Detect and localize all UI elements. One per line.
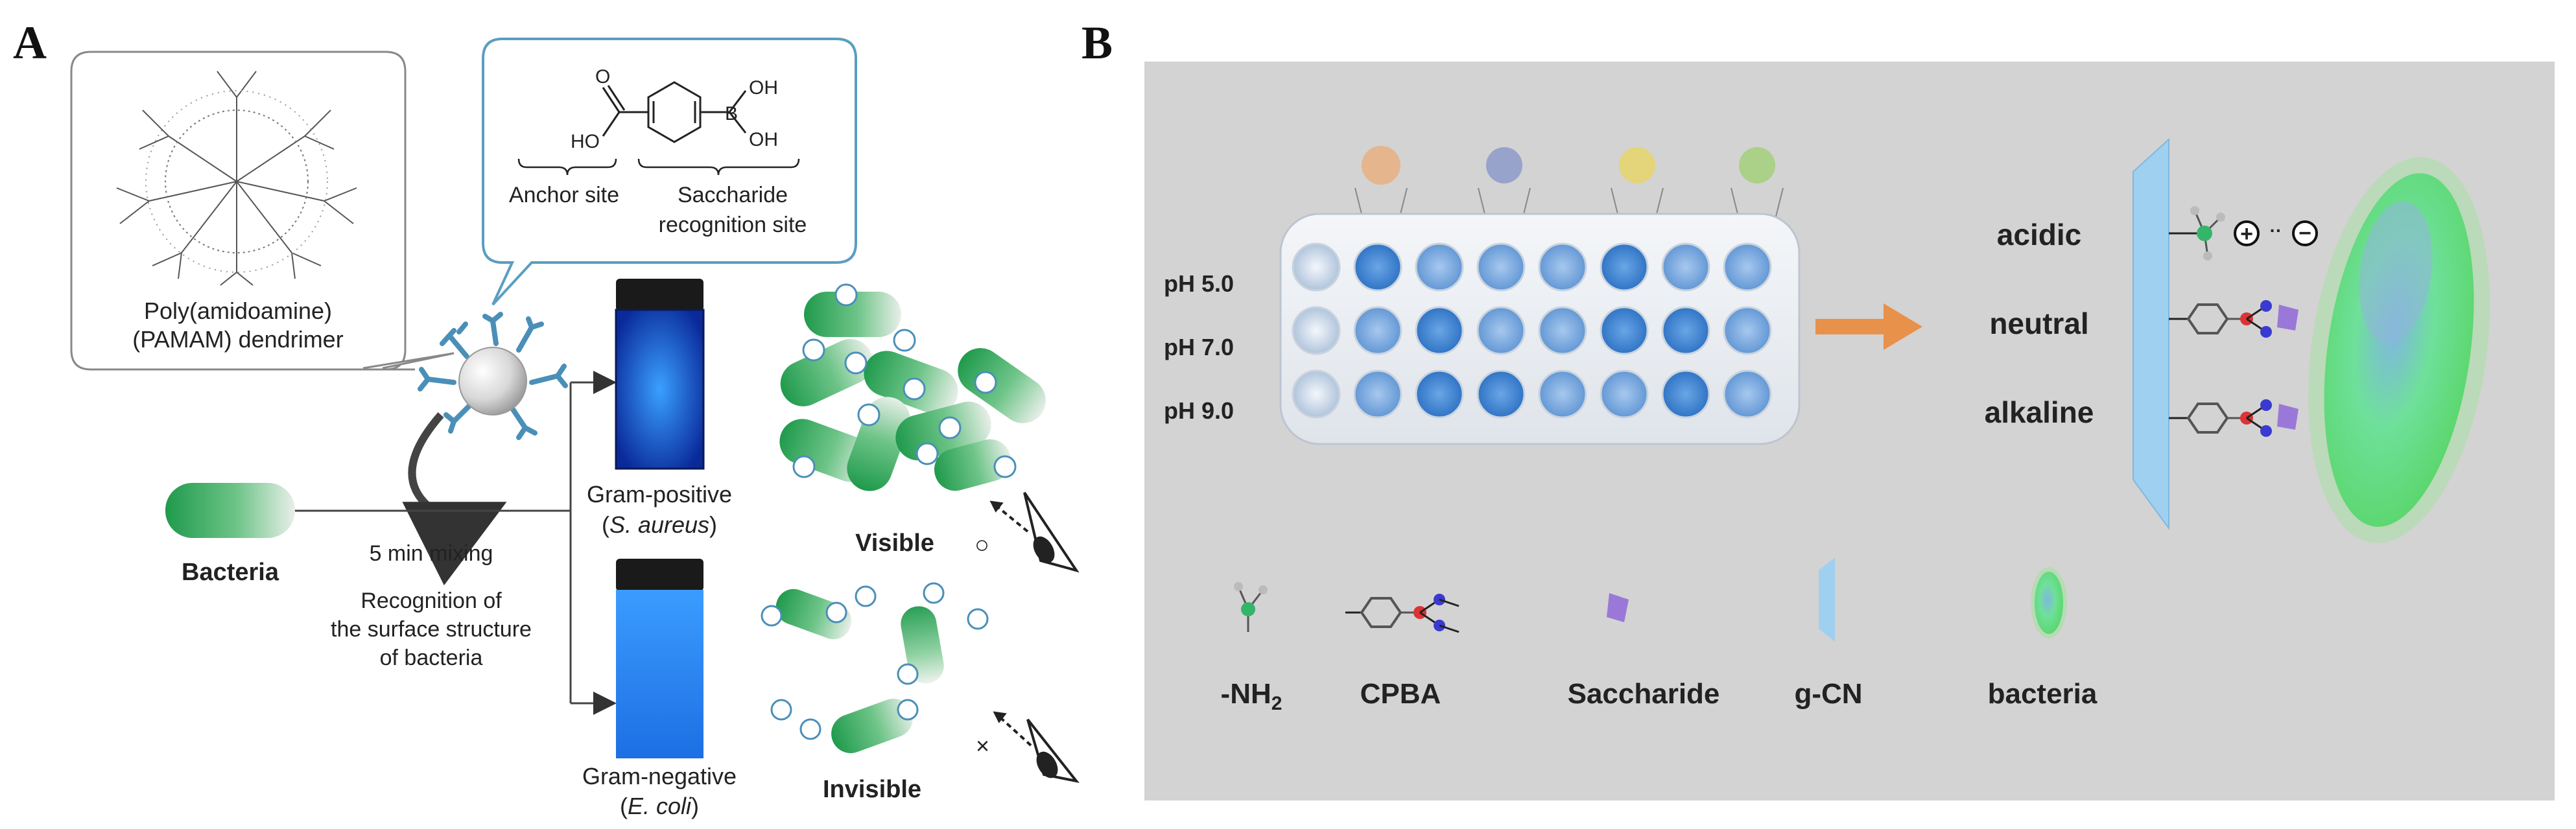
nh2-molecule-acidic-icon <box>2169 206 2225 261</box>
invisible-cross-mark: × <box>976 732 989 759</box>
legend-saccharide-icon <box>1607 593 1629 622</box>
eye-invisible-icon <box>993 711 1080 784</box>
dendrimer-callout: Poly(amidoamine) (PAMAM) dendrimer <box>70 51 455 371</box>
chem-ho: HO <box>571 131 600 152</box>
well <box>1723 369 1772 419</box>
panel-a-label: A <box>13 17 47 69</box>
charge-dots: ·· <box>2270 220 2282 240</box>
functionalized-dendrimer-icon <box>418 312 568 440</box>
vial-gram-negative-icon <box>616 559 703 758</box>
e-coli-label: (E. coli) <box>620 793 699 819</box>
mixing-label: 5 min mixing <box>370 541 493 566</box>
recognition-line3: of bacteria <box>380 646 483 670</box>
saccharide-site-line2: recognition site <box>659 213 807 237</box>
saccharide-site-line1: Saccharide <box>678 183 788 207</box>
invisible-label: Invisible <box>823 776 921 803</box>
well <box>1476 306 1526 355</box>
curved-arrow-icon <box>402 412 507 586</box>
legend-cpba-icon <box>1345 594 1459 633</box>
orange-arrow-icon <box>1815 303 1922 350</box>
bacterium-large-icon <box>2308 157 2490 543</box>
anchor-site-label: Anchor site <box>509 183 619 207</box>
legend-bacteria-label: bacteria <box>1988 678 2097 710</box>
bacteria-icon <box>165 483 295 538</box>
legend-nh2-label: -NH2 <box>1221 678 1282 714</box>
dendrimer-label-line1: Poly(amidoamine) <box>144 298 332 324</box>
ph-row-label-2: pH 9.0 <box>1164 397 1234 424</box>
gram-positive-label: Gram-positive <box>587 481 732 508</box>
condition-label-0: acidic <box>1997 218 2081 251</box>
legend-cpba-label: CPBA <box>1360 678 1441 710</box>
cpba-saccharide-alkaline-icon <box>2169 399 2298 437</box>
aggregated-bacteria-cluster <box>779 283 1046 491</box>
ph-row-label-1: pH 7.0 <box>1164 334 1234 360</box>
sample-powder-icons <box>1354 146 1784 228</box>
well <box>1415 369 1464 419</box>
legend-gcn-label: g-CN <box>1794 678 1862 710</box>
chem-b: B <box>725 103 738 124</box>
bacteria-label: Bacteria <box>182 559 279 586</box>
dendrimer-label-line2: (PAMAM) dendrimer <box>132 326 343 353</box>
well <box>1292 242 1341 292</box>
well <box>1476 369 1526 419</box>
ph-row-label-0: pH 5.0 <box>1164 270 1234 297</box>
legend-nh2-icon <box>1234 582 1268 632</box>
well <box>1415 306 1464 355</box>
legend-bacteria-icon <box>2031 567 2067 638</box>
reaction-lines <box>295 371 617 715</box>
recognition-line2: the surface structure <box>331 617 532 642</box>
legend-saccharide-label: Saccharide <box>1568 678 1720 710</box>
well <box>1353 306 1402 355</box>
gram-negative-label: Gram-negative <box>582 763 737 789</box>
dendrimer-structure-icon <box>116 71 357 286</box>
chemistry-callout: O HO B OH OH Anchor site Saccharide reco… <box>482 38 857 306</box>
vial-gram-positive-icon <box>615 279 705 470</box>
condition-label-1: neutral <box>1989 307 2088 340</box>
charge-minus: − <box>2298 221 2311 246</box>
well <box>1353 369 1402 419</box>
panel-b: B pH 5.0 pH 7.0 pH 9.0 a <box>1081 17 2555 800</box>
well <box>1600 242 1649 292</box>
panel-a: A Poly(amidoamine) (PAMAM <box>13 17 1080 819</box>
well <box>1353 242 1402 292</box>
well <box>1723 242 1772 292</box>
well <box>1476 242 1526 292</box>
visible-circle-mark: ○ <box>975 531 989 559</box>
well <box>1661 369 1710 419</box>
well <box>1661 242 1710 292</box>
well <box>1292 369 1341 419</box>
well <box>1538 242 1587 292</box>
dispersed-bacteria <box>761 582 989 753</box>
charge-interaction-icon: + ·· − <box>2234 220 2318 246</box>
well <box>1600 369 1649 419</box>
well <box>1292 306 1341 355</box>
panel-b-label: B <box>1081 17 1113 69</box>
recognition-line1: Recognition of <box>360 589 502 613</box>
visible-label: Visible <box>855 530 934 557</box>
chem-oh-bottom: OH <box>749 129 778 150</box>
well <box>1661 306 1710 355</box>
cpba-molecule-icon <box>602 81 747 143</box>
well <box>1538 306 1587 355</box>
condition-label-2: alkaline <box>1985 395 2094 429</box>
s-aureus-label: (S. aureus) <box>602 511 717 538</box>
gcn-sheet-icon <box>2133 137 2169 531</box>
well <box>1600 306 1649 355</box>
cpba-saccharide-neutral-icon <box>2169 300 2298 338</box>
well <box>1415 242 1464 292</box>
chem-o: O <box>595 66 610 88</box>
well-plate <box>1279 213 1801 445</box>
charge-plus: + <box>2240 222 2253 246</box>
chem-oh-top: OH <box>749 77 778 99</box>
well <box>1538 369 1587 419</box>
legend-gcn-icon <box>1819 557 1835 642</box>
eye-visible-icon <box>989 491 1080 573</box>
well <box>1723 306 1772 355</box>
